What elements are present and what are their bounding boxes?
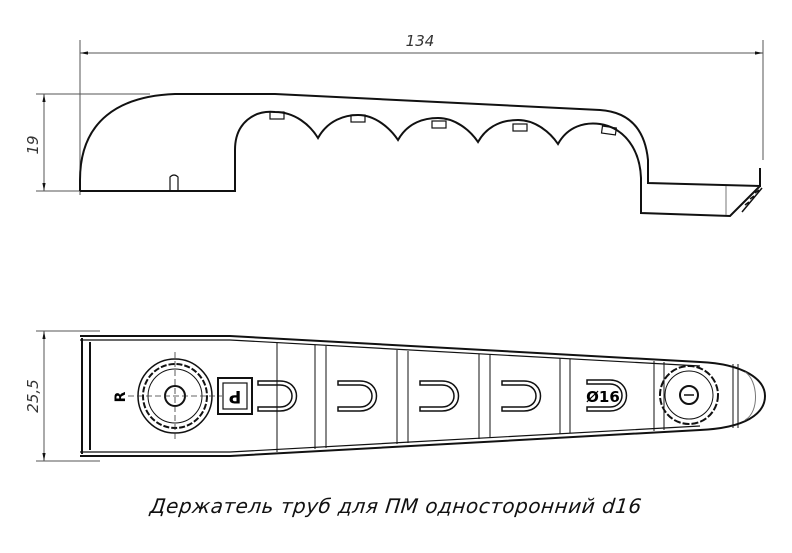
- tip-inner: [744, 371, 756, 421]
- logo-box: P: [217, 377, 253, 415]
- logo-letter: P: [229, 386, 241, 406]
- locating-pin: [169, 174, 179, 191]
- segment-dividers: [276, 342, 739, 452]
- seat-latch: [431, 120, 447, 129]
- side-view: 134 19: [24, 32, 764, 218]
- seat-latch: [350, 114, 366, 123]
- toothed-end: [741, 168, 763, 213]
- right-cog: [659, 365, 719, 425]
- height-dimension-label: 19: [24, 135, 42, 154]
- length-dimension-label: 134: [406, 32, 435, 50]
- drawing-title: Держатель труб для ПМ односторонний d16: [148, 494, 644, 518]
- seat-latch: [600, 125, 618, 136]
- left-cog: [128, 352, 222, 440]
- rail-lines: [80, 339, 701, 453]
- holder-side-outline: [79, 93, 761, 218]
- seat-latch: [269, 111, 285, 120]
- pipe-clips: [257, 379, 628, 412]
- holder-top-outline: [80, 335, 767, 457]
- top-view: 25,5: [24, 330, 767, 462]
- width-dimension-label: 25,5: [24, 379, 42, 412]
- seat-latch: [512, 123, 528, 132]
- diameter-label: Ø16: [586, 388, 620, 406]
- small-mark: R: [113, 391, 129, 402]
